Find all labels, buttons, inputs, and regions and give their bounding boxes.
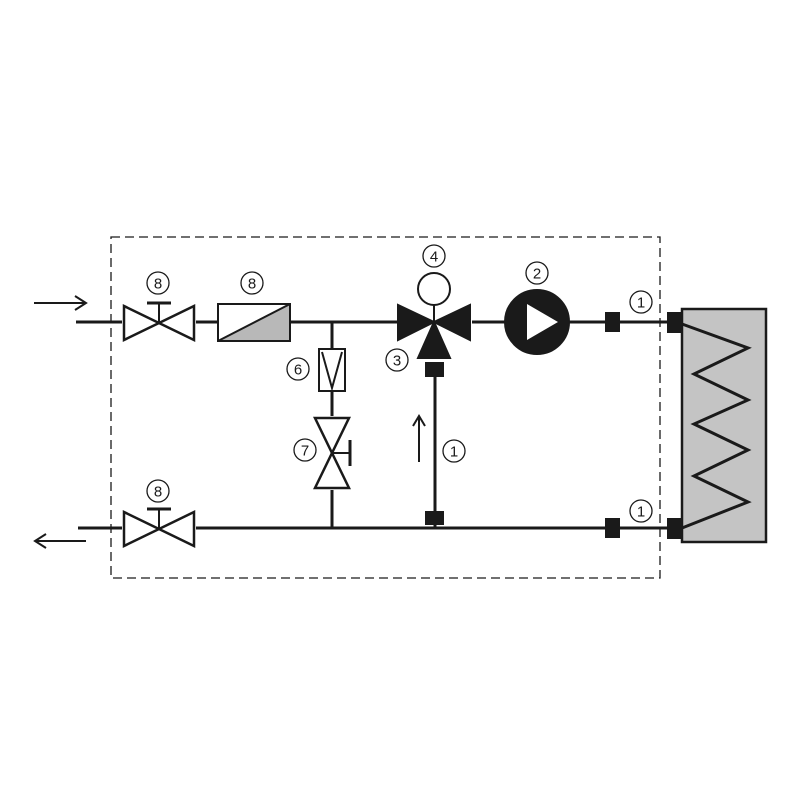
return-sensor[interactable] xyxy=(605,518,620,538)
svg-text:4: 4 xyxy=(430,249,438,266)
shutoff-valve-supply[interactable] xyxy=(122,301,196,342)
check-valve[interactable] xyxy=(318,348,346,392)
svg-text:8: 8 xyxy=(154,276,162,293)
shutoff-valve-return[interactable] xyxy=(122,507,196,548)
heat-exchanger-coil xyxy=(681,322,752,530)
label-bypass-sensor: 1 xyxy=(442,439,466,463)
supply-sensor[interactable] xyxy=(605,312,620,332)
three-way-valve-icon[interactable] xyxy=(397,303,471,359)
svg-text:8: 8 xyxy=(248,276,256,293)
pump-icon[interactable] xyxy=(504,289,570,355)
svg-text:2: 2 xyxy=(533,266,541,283)
label-shutoff-valve-return: 8 xyxy=(146,479,170,503)
filter[interactable] xyxy=(217,303,291,342)
system-boundary xyxy=(110,236,661,579)
bypass-sensor-bottom[interactable] xyxy=(425,511,444,525)
label-actuator: 4 xyxy=(422,244,446,268)
label-shutoff-valve-supply: 8 xyxy=(146,271,170,295)
arrow-up-icon xyxy=(412,414,426,462)
svg-text:7: 7 xyxy=(301,443,309,460)
label-return-sensor: 1 xyxy=(629,499,653,523)
heat-exchanger-coil-icon xyxy=(667,307,768,544)
valve-actuator[interactable] xyxy=(417,272,451,306)
svg-text:1: 1 xyxy=(450,444,458,461)
label-supply-sensor: 1 xyxy=(629,290,653,314)
svg-text:8: 8 xyxy=(154,484,162,501)
arrow-right-icon xyxy=(34,295,88,311)
label-filter: 8 xyxy=(240,271,264,295)
arrow-left-icon xyxy=(33,533,86,549)
heat-exchanger-port-bottom xyxy=(667,518,683,539)
balancing-valve[interactable] xyxy=(313,416,352,490)
label-pump: 2 xyxy=(525,261,549,285)
svg-text:3: 3 xyxy=(393,353,401,370)
svg-text:1: 1 xyxy=(637,295,645,312)
svg-text:6: 6 xyxy=(294,362,302,379)
label-balancing-valve: 7 xyxy=(293,438,317,462)
bypass-sensor-top[interactable] xyxy=(425,362,444,377)
heat-exchanger-port-top xyxy=(667,312,683,333)
label-check-valve: 6 xyxy=(286,357,310,381)
label-mixing-valve: 3 xyxy=(385,348,409,372)
svg-text:1: 1 xyxy=(637,504,645,521)
